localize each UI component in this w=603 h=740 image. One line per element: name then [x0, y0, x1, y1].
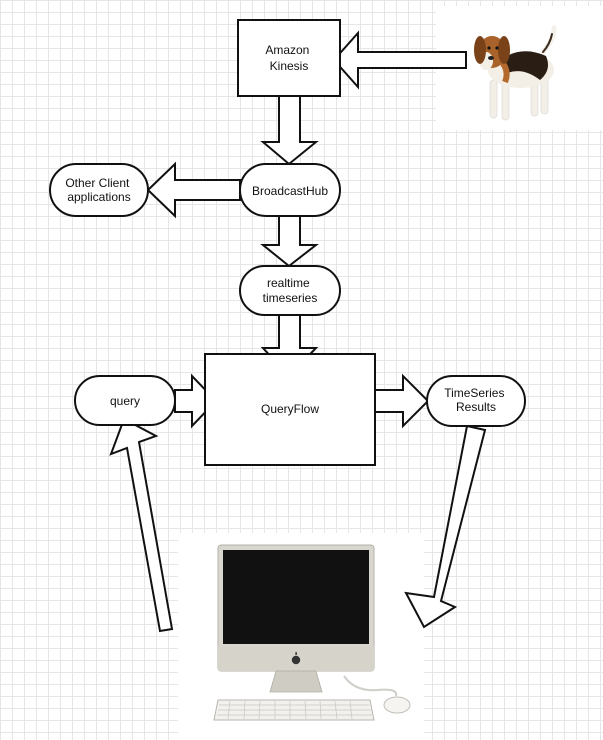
- queryflow-label: QueryFlow: [261, 402, 319, 416]
- realtime-timeseries-label-line-1: realtime: [267, 276, 310, 290]
- other-clients-label: Other Client applications: [65, 176, 132, 204]
- dog-image: [436, 6, 603, 130]
- arrow-queryflow-to-timeseries: [374, 373, 430, 429]
- queryflow-label-line-1: QueryFlow: [261, 402, 319, 416]
- apple-logo-icon: [291, 652, 301, 665]
- kinesis-label-line-1: Amazon: [265, 43, 309, 57]
- timeseries-results-label: TimeSeries Results: [444, 386, 508, 414]
- query-label-line-1: query: [110, 394, 140, 408]
- realtime-timeseries-node: [239, 265, 341, 316]
- timeseries-results-label-line-1: TimeSeries: [444, 386, 504, 400]
- broadcasthub-label-line-1: BroadcastHub: [252, 184, 328, 198]
- queryflow-node: [204, 353, 376, 466]
- kinesis-node: [237, 19, 341, 97]
- realtime-timeseries-label: realtime timeseries: [263, 276, 318, 305]
- query-node: [74, 375, 176, 426]
- arrow-computer-to-query: [109, 417, 174, 633]
- broadcasthub-node: [239, 163, 341, 217]
- kinesis-label-line-2: Kinesis: [270, 59, 309, 73]
- other-clients-label-line-2: applications: [67, 190, 130, 204]
- computer-image: [178, 533, 424, 740]
- kinesis-label: Amazon Kinesis: [265, 43, 312, 73]
- other-clients-label-line-1: Other Client: [65, 176, 130, 190]
- broadcasthub-label: BroadcastHub: [252, 184, 328, 198]
- arrow-timeseries-to-computer: [404, 424, 487, 629]
- arrow-broadcasthub-to-other-clients: [146, 161, 241, 219]
- other-clients-node: [49, 163, 149, 217]
- arrow-dog-to-kinesis: [332, 30, 467, 90]
- realtime-timeseries-label-line-2: timeseries: [263, 291, 318, 305]
- arrow-broadcasthub-to-realtime: [260, 215, 319, 268]
- query-label: query: [110, 394, 140, 408]
- timeseries-results-node: [426, 375, 526, 427]
- timeseries-results-label-line-2: Results: [456, 400, 496, 414]
- arrow-kinesis-to-broadcasthub: [260, 95, 319, 166]
